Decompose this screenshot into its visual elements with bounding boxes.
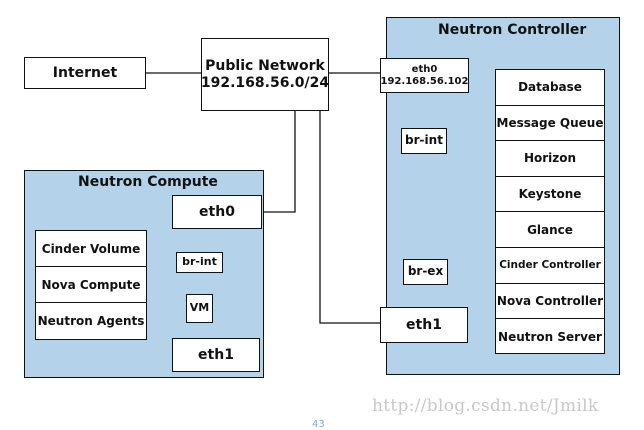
- compute-eth1: eth1: [172, 338, 260, 372]
- public-network-name: Public Network: [205, 58, 325, 75]
- neutron-controller-title: Neutron Controller: [438, 22, 587, 38]
- controller-eth0-ip: 192.168.56.102: [380, 75, 469, 87]
- compute-eth0: eth0: [172, 195, 262, 229]
- controller-eth1-label: eth1: [406, 316, 442, 333]
- compute-br-int: br-int: [176, 252, 223, 273]
- link-public-controller-eth1: [319, 111, 380, 324]
- service-nova-compute: Nova Compute: [36, 267, 146, 304]
- service-nova-controller: Nova Controller: [496, 284, 604, 320]
- neutron-compute-title: Neutron Compute: [78, 174, 218, 190]
- controller-eth1: eth1: [380, 307, 468, 343]
- service-message-queue: Message Queue: [496, 106, 604, 142]
- controller-eth0: eth0 192.168.56.102: [380, 58, 469, 93]
- controller-eth0-name: eth0: [411, 64, 438, 75]
- service-cinder-controller: Cinder Controller: [496, 248, 604, 284]
- service-neutron-agents: Neutron Agents: [37, 314, 145, 329]
- controller-br-int-label: br-int: [405, 133, 443, 148]
- page-number: 43: [312, 419, 325, 430]
- service-neutron-server: Neutron Server: [498, 329, 602, 344]
- internet-node: Internet: [24, 57, 146, 89]
- compute-services-stack: Cinder Volume Nova Compute Neutron Agent…: [35, 230, 147, 340]
- service-keystone: Keystone: [496, 177, 604, 213]
- controller-br-ex: br-ex: [403, 259, 448, 285]
- watermark-text: http://blog.csdn.net/Jmilk: [372, 396, 599, 416]
- public-network-node: Public Network 192.168.56.0/24: [201, 38, 329, 111]
- controller-services-stack: Database Message Queue Horizon Keystone …: [495, 69, 605, 354]
- internet-label: Internet: [52, 64, 118, 81]
- service-horizon: Horizon: [496, 141, 604, 177]
- compute-vm: VM: [186, 294, 213, 323]
- compute-eth1-label: eth1: [198, 346, 234, 363]
- link-public-compute-eth0: [262, 111, 296, 213]
- service-glance: Glance: [496, 212, 604, 248]
- service-cinder-volume: Cinder Volume: [36, 231, 146, 268]
- controller-br-int: br-int: [401, 128, 447, 154]
- controller-br-ex-label: br-ex: [407, 264, 444, 279]
- compute-vm-label: VM: [189, 301, 210, 315]
- service-database: Database: [496, 70, 604, 106]
- compute-br-int-label: br-int: [182, 255, 217, 269]
- public-network-subnet: 192.168.56.0/24: [200, 74, 330, 91]
- compute-eth0-label: eth0: [199, 203, 235, 220]
